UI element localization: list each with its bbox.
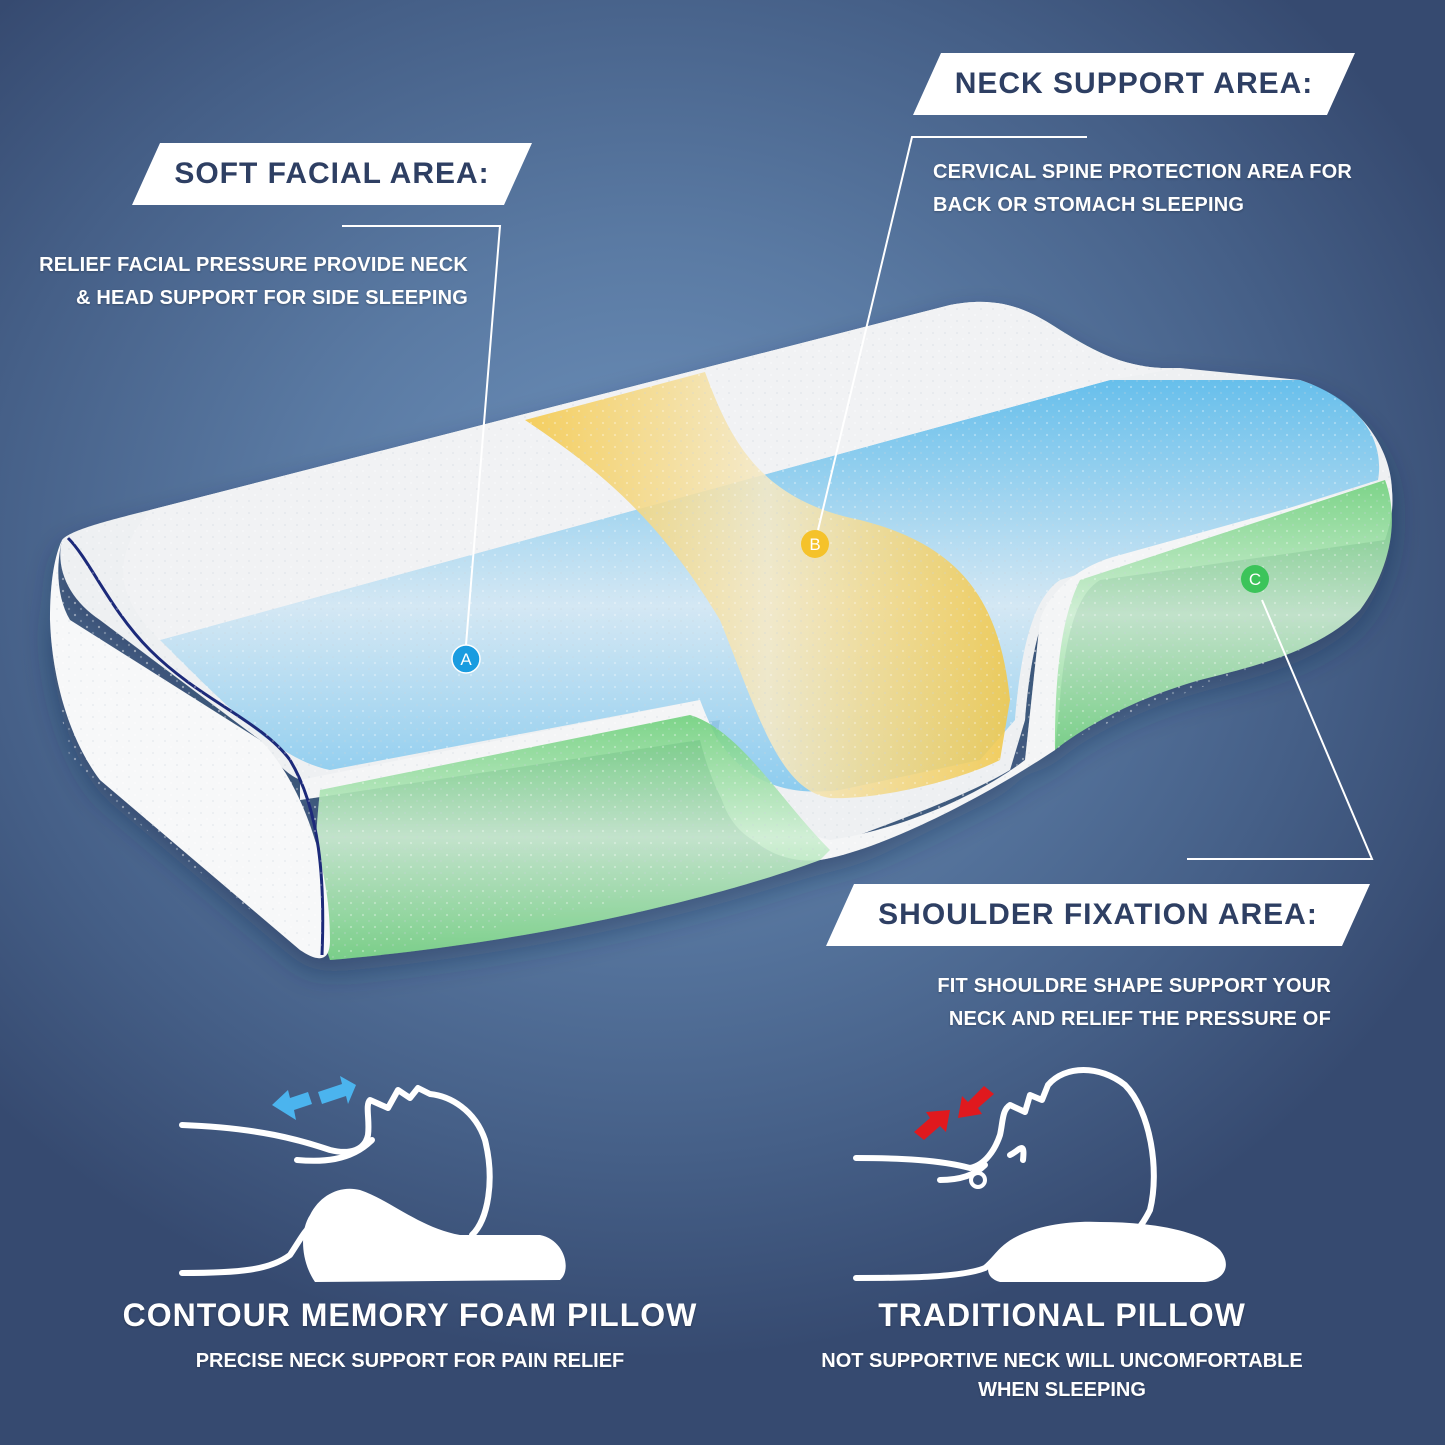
neck-support-area-description: CERVICAL SPINE PROTECTION AREA FOR BACK … <box>933 156 1352 222</box>
marker-a-label: A <box>460 650 472 669</box>
callout-line-c <box>1187 599 1374 860</box>
marker-b-label: B <box>809 535 820 554</box>
callout-line-b <box>817 136 1087 531</box>
callout-lines <box>342 136 1374 860</box>
stretch-arrows-icon <box>272 1076 356 1120</box>
marker-c-label: C <box>1249 570 1261 589</box>
soft-facial-desc-line-1: RELIEF FACIAL PRESSURE PROVIDE NECK <box>39 254 468 276</box>
neck-support-desc-line-2: BACK OR STOMACH SLEEPING <box>933 194 1245 216</box>
traditional-jaw-line <box>937 1145 1027 1183</box>
neck-support-area-title: NECK SUPPORT AREA: <box>954 67 1314 100</box>
contour-body-line <box>179 1085 493 1238</box>
callout-line-a <box>342 225 502 646</box>
shoulder-fixation-area-banner: SHOULDER FIXATION AREA: <box>826 884 1370 946</box>
traditional-pillow-shape <box>988 1221 1226 1282</box>
contour-jaw-line <box>294 1137 375 1164</box>
soft-facial-area-banner: SOFT FACIAL AREA: <box>132 143 532 205</box>
traditional-pillow-subtitle: NOT SUPPORTIVE NECK WILL UNCOMFORTABLE W… <box>762 1347 1362 1405</box>
traditional-subtitle-line-2: WHEN SLEEPING <box>978 1379 1146 1401</box>
pillow-body <box>50 301 1393 960</box>
neck-support-area-banner: NECK SUPPORT AREA: <box>913 53 1355 115</box>
contour-pillow-title: CONTOUR MEMORY FOAM PILLOW <box>122 1297 698 1333</box>
traditional-floor-line <box>853 1242 1013 1281</box>
contour-floor-line <box>179 1222 315 1276</box>
compress-arrows-icon <box>914 1086 994 1140</box>
traditional-body-line <box>853 1067 1157 1245</box>
soft-facial-area-description: RELIEF FACIAL PRESSURE PROVIDE NECK & HE… <box>39 249 468 315</box>
traditional-pillow-diagram <box>853 1067 1226 1282</box>
marker-b[interactable]: B <box>801 530 829 558</box>
marker-c[interactable]: C <box>1241 565 1269 593</box>
shoulder-fixation-desc-line-2: NECK AND RELIEF THE PRESSURE OF <box>948 1008 1331 1030</box>
contour-pillow-subtitle: PRECISE NECK SUPPORT FOR PAIN RELIEF <box>90 1347 730 1376</box>
traditional-pillow-title: TRADITIONAL PILLOW <box>878 1297 1246 1333</box>
contour-subtitle-line-1: PRECISE NECK SUPPORT FOR PAIN RELIEF <box>195 1350 625 1372</box>
traditional-subtitle-line-1: NOT SUPPORTIVE NECK WILL UNCOMFORTABLE <box>821 1350 1303 1372</box>
shoulder-fixation-area-title: SHOULDER FIXATION AREA: <box>878 898 1318 931</box>
contour-pillow-diagram <box>179 1076 566 1282</box>
marker-a[interactable]: A <box>451 644 481 674</box>
soft-facial-area-title: SOFT FACIAL AREA: <box>174 157 490 190</box>
soft-facial-desc-line-2: & HEAD SUPPORT FOR SIDE SLEEPING <box>75 287 468 309</box>
shoulder-fixation-desc-line-1: FIT SHOULDRE SHAPE SUPPORT YOUR <box>937 975 1331 997</box>
shoulder-fixation-area-description: FIT SHOULDRE SHAPE SUPPORT YOUR NECK AND… <box>937 970 1331 1036</box>
neck-support-desc-line-1: CERVICAL SPINE PROTECTION AREA FOR <box>933 161 1353 183</box>
contour-pillow-shape <box>303 1188 566 1282</box>
